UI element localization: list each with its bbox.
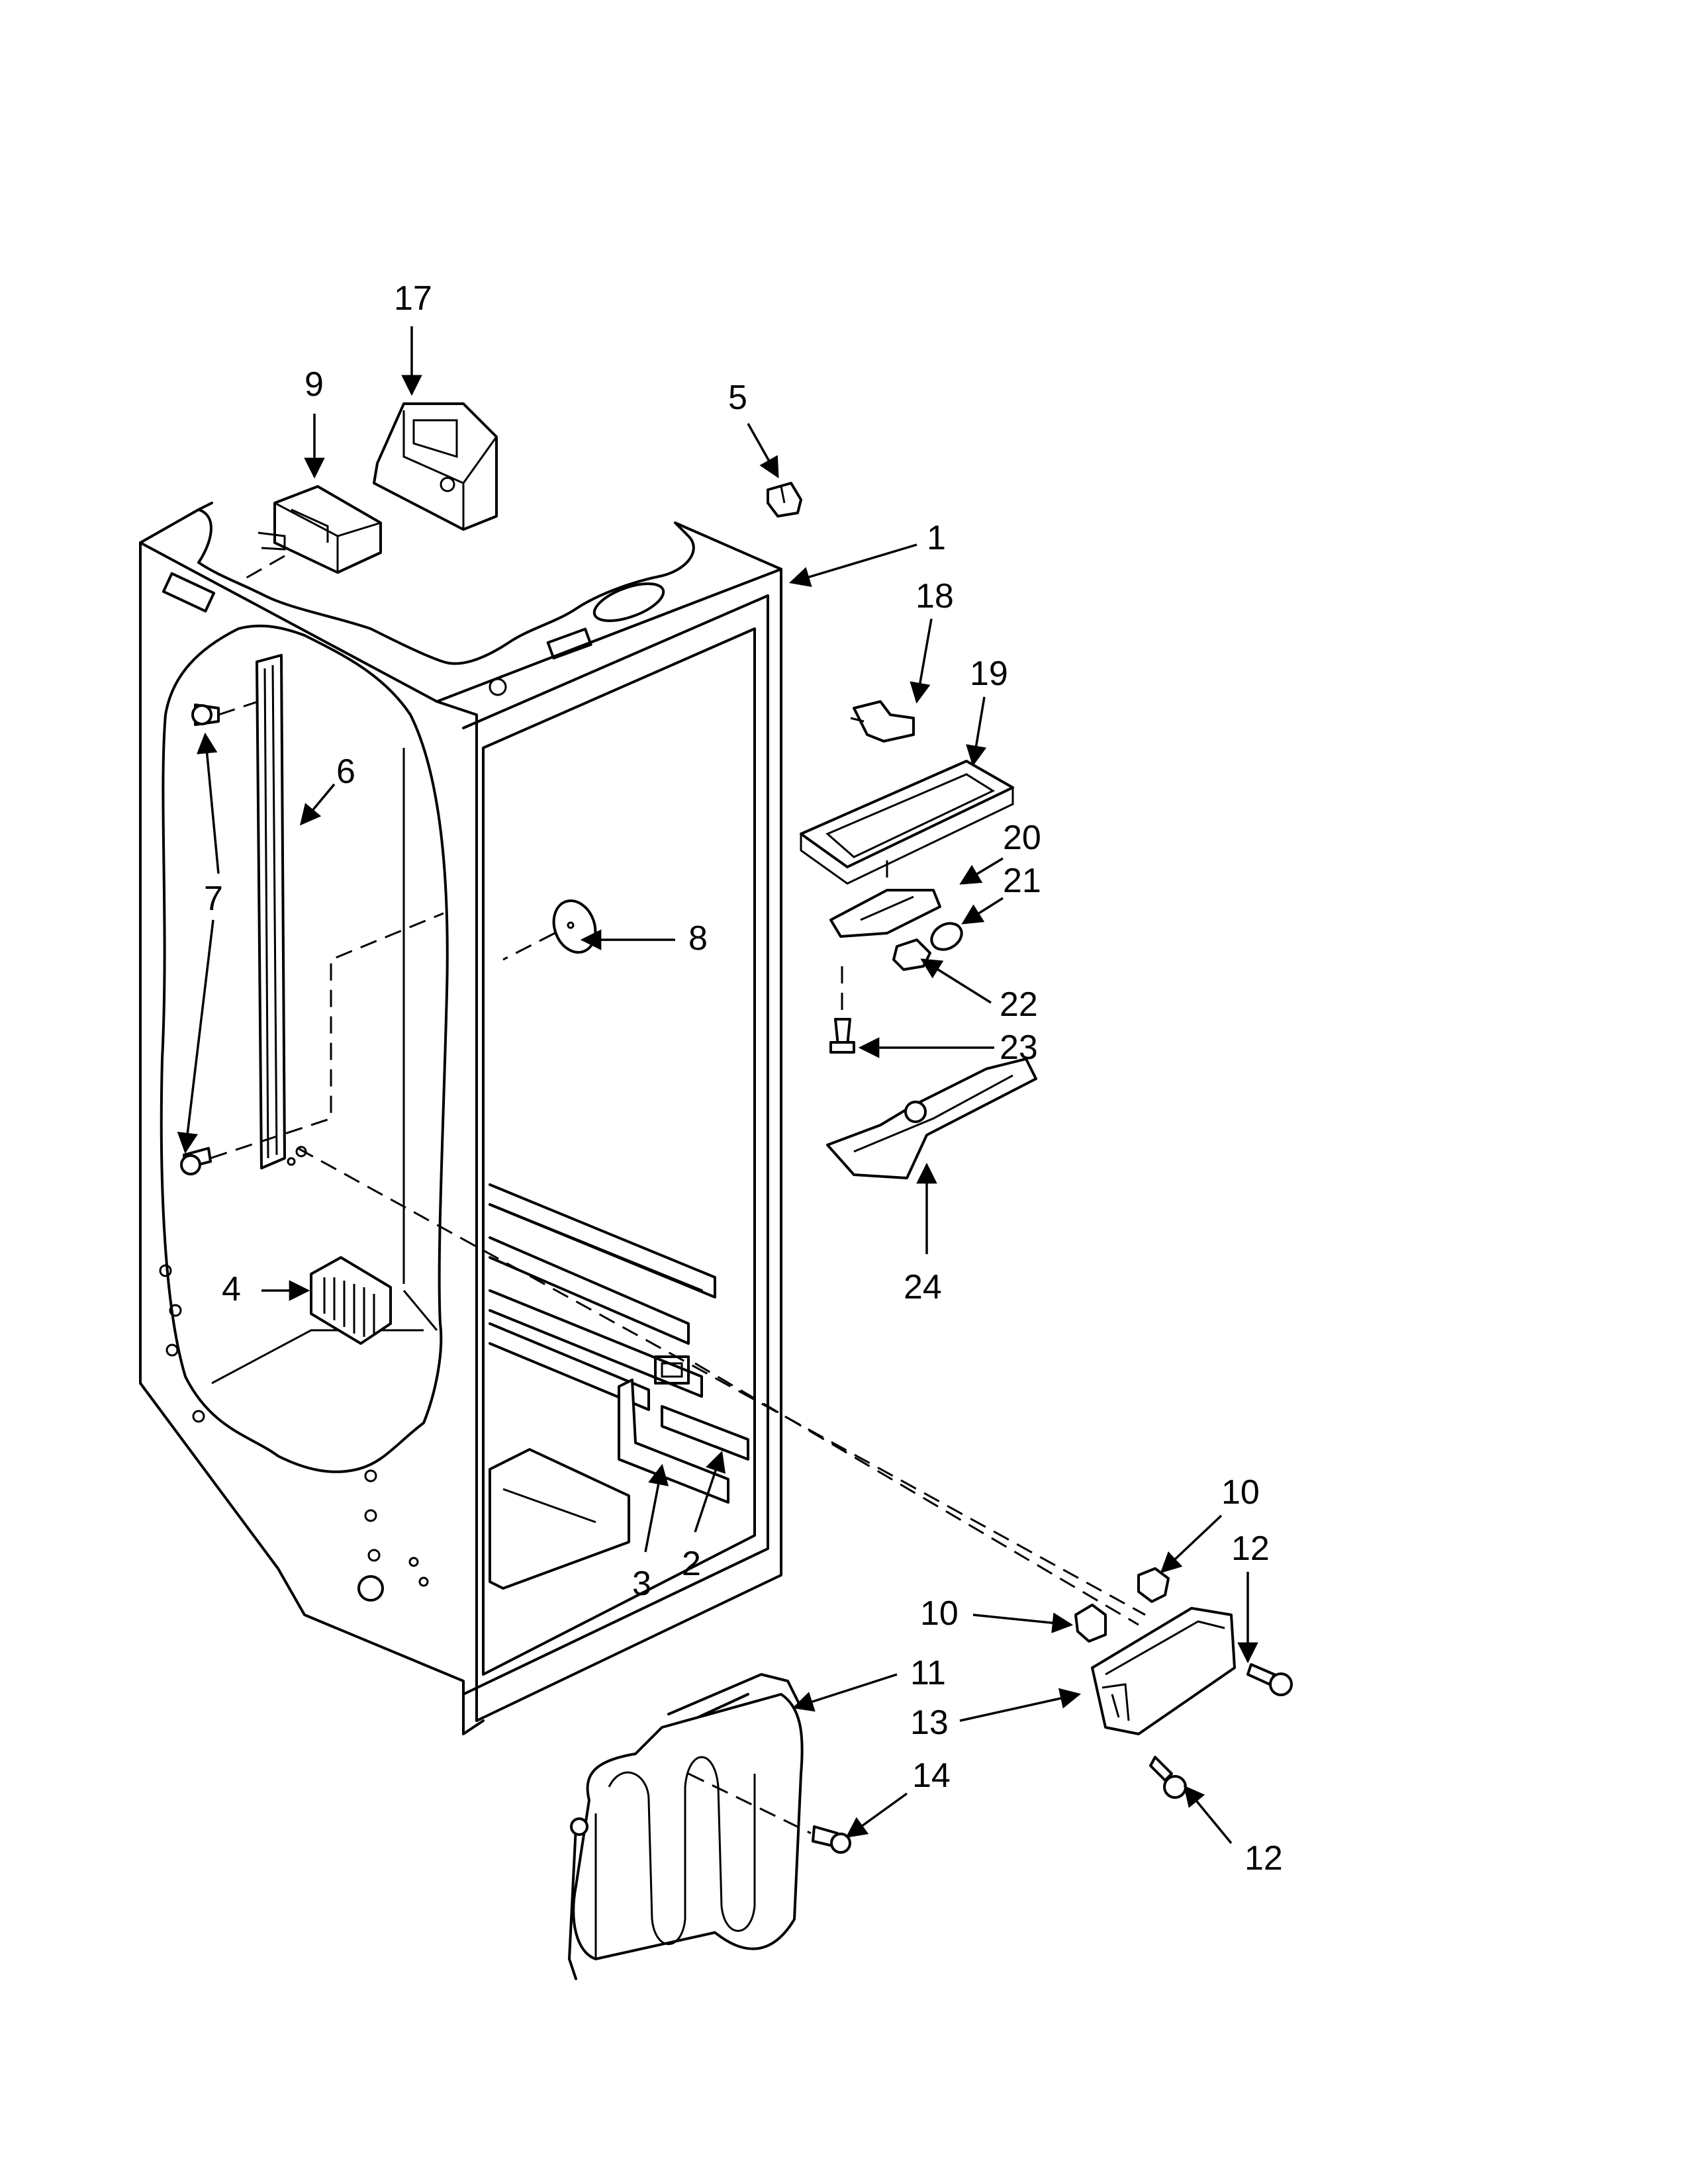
- callout-20: 20: [1003, 819, 1041, 857]
- callout-23: 23: [1000, 1028, 1038, 1067]
- assembly-path-line: [297, 1147, 1146, 1616]
- part-14-screw: [812, 1825, 851, 1854]
- cabinet-liner: [139, 502, 782, 1735]
- callout-12b: 12: [1244, 1839, 1283, 1878]
- part-12-screws: [1149, 1663, 1293, 1799]
- part-9-control-box: [238, 485, 382, 584]
- callout-5: 5: [728, 379, 747, 417]
- callout-11: 11: [910, 1654, 946, 1692]
- callout-10b: 10: [920, 1594, 959, 1633]
- callouts: 17 9 5 1 18 19 6 20 21 7 8 22 23 24 4 2 …: [204, 279, 1283, 1878]
- callout-24: 24: [904, 1268, 942, 1306]
- callout-17: 17: [394, 279, 432, 318]
- callout-12a: 12: [1231, 1529, 1270, 1568]
- callout-1: 1: [927, 519, 946, 557]
- light-assembly: [800, 700, 1037, 1179]
- part-6-shelf-standard: [256, 654, 286, 1169]
- part-5-clip: [767, 482, 802, 518]
- callout-9: 9: [305, 365, 324, 404]
- part-10-clips: [1074, 1567, 1170, 1643]
- callout-22: 22: [1000, 985, 1038, 1024]
- callout-6: 6: [336, 752, 355, 791]
- part-7-screws: [180, 700, 444, 1175]
- callout-3: 3: [632, 1565, 651, 1603]
- callout-4: 4: [222, 1270, 241, 1308]
- callout-7: 7: [204, 880, 223, 918]
- part-4-vent-grille: [310, 1256, 392, 1345]
- callout-13: 13: [910, 1704, 949, 1742]
- leader-lines: [177, 326, 1258, 1844]
- part-17-housing: [373, 402, 498, 531]
- callout-2: 2: [682, 1545, 701, 1583]
- part-8-round-cover: [502, 899, 597, 961]
- callout-18: 18: [915, 577, 954, 615]
- part-2-3-brackets: [618, 1379, 749, 1504]
- callout-10a: 10: [1221, 1473, 1260, 1512]
- callout-14: 14: [912, 1756, 951, 1795]
- part-13-drain-trough: [1091, 1607, 1236, 1735]
- callout-19: 19: [970, 655, 1008, 693]
- callout-8: 8: [688, 919, 708, 958]
- part-11-evaporator-coil: [568, 1673, 812, 1980]
- assembly-path-line-2: [694, 1362, 1139, 1626]
- callout-21: 21: [1003, 862, 1041, 900]
